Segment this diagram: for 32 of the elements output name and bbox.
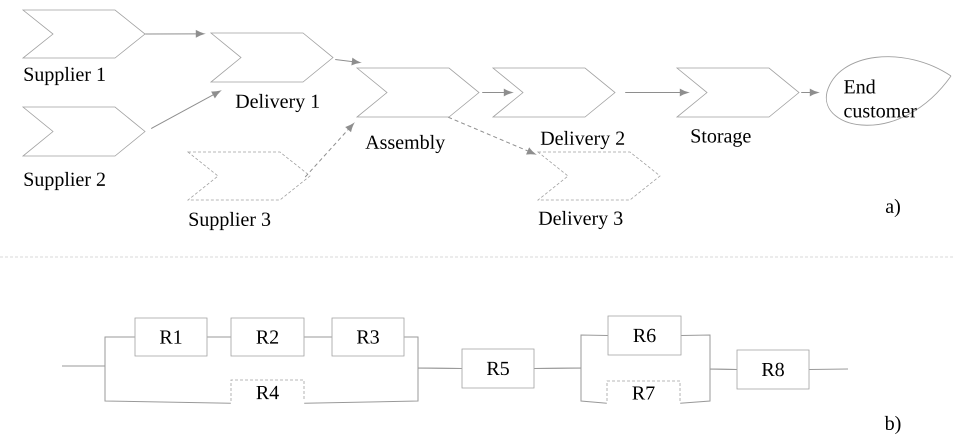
shape-label: Supplier 2 [24, 172, 105, 190]
connector-line [680, 368, 738, 404]
block-box: R2 [230, 318, 304, 356]
arrow [334, 58, 360, 66]
arrow [800, 88, 818, 96]
connector-line [206, 336, 232, 338]
connector-line [304, 336, 332, 338]
shape-label: Supplier 3 [190, 212, 270, 230]
shape-label: Delivery 2 [540, 130, 624, 150]
arrow [482, 88, 512, 96]
block-box: R5 [462, 348, 534, 388]
block-box: R4 [230, 380, 304, 402]
arrow [144, 30, 204, 38]
shape-label: Supplier 1 [24, 66, 105, 86]
block-box: R8 [736, 350, 810, 390]
shape-label: Storage [692, 129, 751, 147]
arrow [624, 88, 688, 96]
arrow [150, 90, 221, 129]
arrow [304, 123, 354, 178]
block-box: R7 [606, 380, 680, 402]
block-box: R1 [134, 318, 208, 356]
connector-line [808, 368, 848, 370]
arrow [448, 116, 536, 155]
connector-line [534, 368, 608, 404]
shape-label: Delivery 3 [538, 210, 622, 230]
shape-label: Assembly [365, 134, 446, 154]
shape-label: Delivery 1 [236, 94, 319, 112]
block-box: R3 [332, 318, 404, 356]
block-box: R6 [608, 316, 682, 356]
panel-label: b) [884, 416, 900, 434]
connector-line [62, 366, 232, 404]
panel-label: a) [886, 198, 900, 218]
